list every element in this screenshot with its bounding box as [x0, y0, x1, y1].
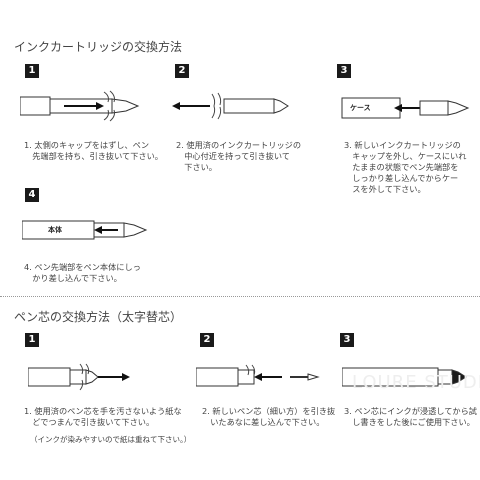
step-2-number: 2: [175, 64, 189, 78]
case-label: ケース: [350, 104, 371, 112]
nib-step-1-illustration: [28, 363, 130, 391]
section-divider: [0, 296, 480, 297]
cartridge-section-title: インクカートリッジの交換方法: [14, 40, 183, 54]
body-label: 本体: [48, 226, 62, 234]
step-4-illustration: 本体: [22, 212, 152, 248]
step-3-text: 3. 新しいインクカートリッジの キャップを外し、ケースにいれ たままの状態でペ…: [344, 140, 467, 194]
step-2-illustration: [172, 92, 289, 120]
step-1-number: 1: [25, 64, 39, 78]
nib-section-title: ペン芯の交換方法（太字替芯）: [14, 310, 183, 324]
nib-step-1-text: 1. 使用済のペン芯を手を汚さないよう紙な どでつまんで引き抜いて下さい。: [24, 406, 182, 427]
step-2-text: 2. 使用済のインクカートリッジの 中心付近を持って引き抜いて 下さい。: [176, 140, 302, 172]
step-3-number: 3: [337, 64, 351, 78]
nib-step-2-text: 2. 新しいペン芯（細い方）を引き抜 いたあなに差し込んで下さい。: [202, 406, 336, 427]
nib-step-1-note: （インクが染みやすいので紙は重ねて下さい。）: [30, 435, 192, 444]
nib-step-3-illustration: [342, 367, 467, 387]
step-4-text: 4. ペン先端部をペン本体にしっ かり差し込んで下さい。: [24, 262, 141, 283]
nib-step-2-illustration: [196, 364, 320, 387]
step-1-illustration: [20, 90, 140, 122]
step-3-illustration: ケース: [340, 90, 470, 126]
watermark: LOURE STUDIO: [352, 372, 480, 393]
nib-step-3-number: 3: [340, 333, 354, 347]
nib-step-3-text: 3. ペン芯にインクが浸透してから試 し書きをした後にご使用下さい。: [344, 406, 477, 427]
step-4-number: 4: [25, 188, 39, 202]
nib-step-2-number: 2: [200, 333, 214, 347]
step-1-text: 1. 太側のキャップをはずし、ペン 先端部を持ち、引き抜いて下さい。: [24, 140, 163, 161]
nib-step-1-number: 1: [25, 333, 39, 347]
